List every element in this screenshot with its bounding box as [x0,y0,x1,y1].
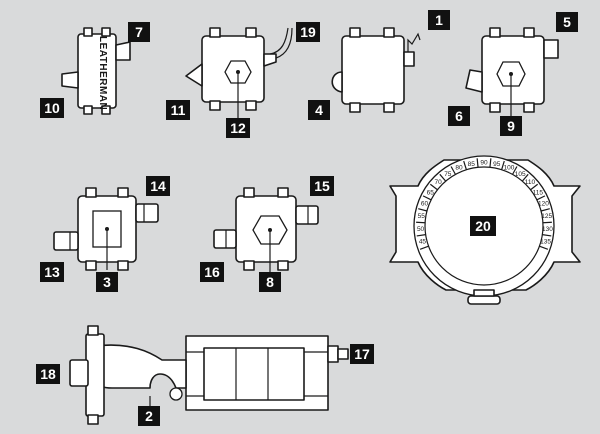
callout-7: 7 [128,22,150,42]
dial-tick [418,208,428,212]
svg-text:2: 2 [145,408,153,424]
svg-text:18: 18 [40,366,56,382]
dial-tick [429,183,438,191]
callout-4: 4 [308,100,330,120]
svg-text:13: 13 [44,264,60,280]
callout-18: 18 [36,364,60,384]
dial-scale-label: 85 [468,161,476,168]
dial-tick [512,166,518,175]
svg-text:5: 5 [563,14,571,30]
svg-text:10: 10 [44,100,60,116]
callout-2: 2 [138,406,160,426]
callout-1: 1 [428,10,450,30]
svg-text:17: 17 [354,346,370,362]
svg-text:14: 14 [150,178,166,194]
callout-8: 8 [259,272,281,292]
dial-scale-label: 75 [444,171,452,178]
part-leatherman-block: LEATHERMAN [61,27,131,115]
part-long-rail [69,325,349,425]
part-hex-screw-block [213,187,319,272]
callout-10: 10 [40,98,64,118]
callout-12: 12 [226,118,250,138]
dial-tick [542,234,552,237]
callout-17: 17 [350,344,374,364]
svg-text:12: 12 [230,120,246,136]
part-square-insert-block [53,187,159,271]
dial-tick [476,158,479,168]
svg-text:20: 20 [475,218,491,234]
dial-tick [422,195,432,201]
callout-19: 19 [296,22,320,42]
dial-scale-label: 45 [419,239,427,246]
svg-text:9: 9 [507,118,515,134]
brand-logo-text: LEATHERMAN [97,36,108,110]
dial-tick [536,195,546,201]
svg-text:11: 11 [171,102,186,118]
callout-13: 13 [40,262,64,282]
svg-text:15: 15 [314,178,330,194]
dial-scale-label: 135 [540,239,551,246]
dial-tick [521,173,529,182]
dial-scale-label: 60 [421,201,429,208]
dial-tick [416,234,426,237]
svg-text:6: 6 [455,108,463,124]
dial-tick [540,208,550,212]
dial-scale-label: 90 [480,160,488,167]
dial-scale-label: 50 [417,226,425,233]
dial-tick [450,166,456,175]
dial-scale-label: 120 [538,201,549,208]
dial-scale-label: 115 [533,189,544,196]
dial-scale-label: 65 [427,189,435,196]
svg-text:7: 7 [135,24,143,40]
dial-scale-label: 70 [434,179,442,186]
dial-scale-label: 105 [515,171,526,178]
dial-tick [501,160,505,170]
callout-3: 3 [96,272,118,292]
leader-lines [149,112,239,406]
svg-text:4: 4 [315,102,323,118]
part-hook-block [331,27,421,113]
svg-text:16: 16 [204,264,220,280]
dial-tick [463,160,467,170]
callout-5: 5 [556,12,578,32]
dial-scale-label: 110 [525,179,536,186]
callout-9: 9 [500,116,522,136]
dial-scale-label: 55 [418,213,426,220]
dial-tick [439,173,447,182]
callout-11: 11 [166,100,190,120]
svg-text:3: 3 [103,274,111,290]
callout-14: 14 [146,176,170,196]
dial-scale-label: 80 [455,165,463,172]
dial-tick [419,245,429,250]
callout-6: 6 [448,106,470,126]
callout-labels: 7 10 19 11 12 1 4 5 6 9 14 13 3 15 16 8 … [36,10,578,426]
callout-20: 20 [470,216,496,236]
dial-scale-label: 100 [504,165,515,172]
part-hex-block-right [465,27,559,116]
svg-text:8: 8 [266,274,274,290]
svg-text:19: 19 [300,24,316,40]
dial-scale-label: 125 [541,213,552,220]
svg-text:1: 1 [435,12,443,28]
dial-scale-label: 95 [493,161,501,168]
dial-tick [530,183,539,191]
dial-tick [539,245,549,250]
callout-15: 15 [310,176,334,196]
dial-scale-label: 130 [542,226,553,233]
dial-tick [489,158,492,168]
part-hex-block-pin [185,27,293,112]
callout-16: 16 [200,262,224,282]
